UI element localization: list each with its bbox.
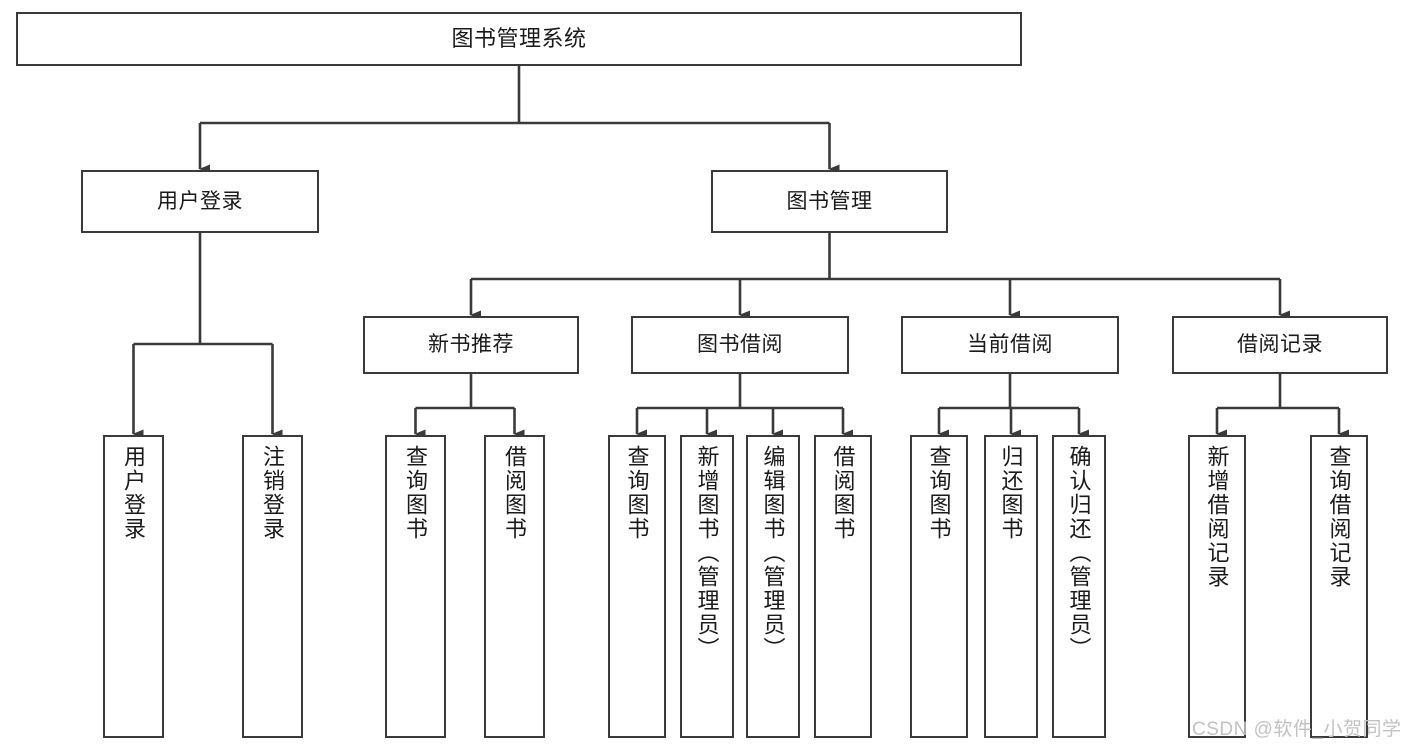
node-nb-query[interactable]: 查询图书 — [385, 435, 446, 738]
node-cb-confirm[interactable]: 确认归还（管理员） — [1052, 435, 1106, 738]
node-label: 确认归还（管理员） — [1066, 445, 1092, 661]
node-rc-add[interactable]: 新增借阅记录 — [1188, 435, 1246, 738]
node-label: 图书管理系统 — [451, 25, 587, 51]
node-label: 新书推荐 — [428, 333, 514, 357]
node-label: 查询图书 — [624, 445, 650, 541]
node-label: 图书借阅 — [697, 333, 783, 357]
node-label: 查询图书 — [926, 445, 952, 541]
node-label: 新增借阅记录 — [1204, 445, 1230, 589]
node-userlogin[interactable]: 用户登录 — [103, 435, 164, 738]
node-cb-return[interactable]: 归还图书 — [984, 435, 1038, 738]
node-label: 归还图书 — [998, 445, 1024, 541]
tree-edges — [132, 66, 1349, 439]
watermark-text: CSDN @软件_小贺同学 — [1192, 719, 1402, 740]
node-label: 用户登录 — [121, 445, 147, 541]
node-label: 当前借阅 — [967, 333, 1053, 357]
node-bb-edit[interactable]: 编辑图书（管理员） — [746, 435, 800, 738]
node-label: 编辑图书（管理员） — [760, 445, 786, 661]
node-bb-add[interactable]: 新增图书（管理员） — [680, 435, 734, 738]
node-label: 新增图书（管理员） — [694, 445, 720, 661]
node-login[interactable]: 用户登录 — [81, 170, 319, 233]
node-label: 注销登录 — [260, 445, 286, 541]
node-nb-borrow[interactable]: 借阅图书 — [484, 435, 545, 738]
node-logout[interactable]: 注销登录 — [242, 435, 303, 738]
node-label: 查询借阅记录 — [1326, 445, 1352, 589]
node-label: 借阅图书 — [502, 445, 528, 541]
node-root[interactable]: 图书管理系统 — [16, 12, 1022, 66]
node-label: 用户登录 — [157, 189, 243, 213]
node-current[interactable]: 当前借阅 — [901, 316, 1119, 374]
node-rc-query[interactable]: 查询借阅记录 — [1310, 435, 1368, 738]
node-bb-borrow[interactable]: 借阅图书 — [814, 435, 872, 738]
node-bb-query[interactable]: 查询图书 — [608, 435, 666, 738]
node-borrow[interactable]: 图书借阅 — [631, 316, 849, 374]
node-label: 查询图书 — [403, 445, 429, 541]
node-newbook[interactable]: 新书推荐 — [363, 316, 579, 374]
node-record[interactable]: 借阅记录 — [1172, 316, 1388, 374]
node-label: 借阅记录 — [1237, 333, 1323, 357]
node-bookmgmt[interactable]: 图书管理 — [711, 170, 948, 233]
node-label: 借阅图书 — [830, 445, 856, 541]
node-label: 图书管理 — [786, 189, 873, 213]
node-cb-query[interactable]: 查询图书 — [910, 435, 968, 738]
